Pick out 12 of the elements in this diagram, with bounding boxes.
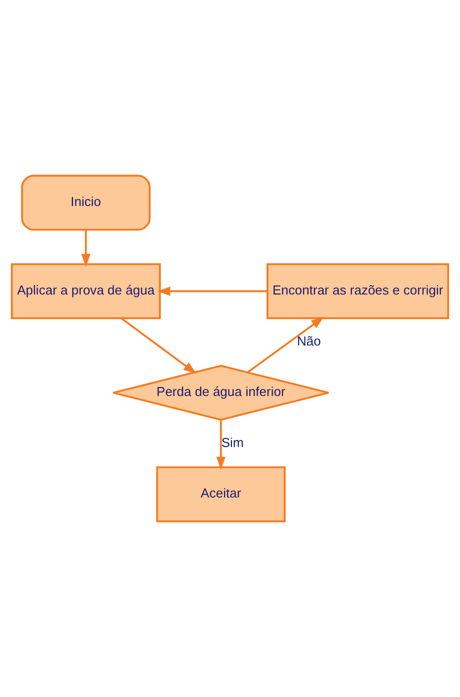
node-box: Aplicar a prova de água <box>10 263 161 320</box>
arrow <box>157 286 268 296</box>
arrow <box>120 318 196 374</box>
arrow <box>247 316 324 374</box>
node-diamond: Perda de água inferior <box>112 364 330 421</box>
edge-label: Não <box>296 333 321 348</box>
edge-label: Sim <box>221 434 244 450</box>
node-box: Aceitar <box>156 466 286 522</box>
node-box: Encontrar as razões e corrigir <box>266 263 450 320</box>
arrow <box>81 230 90 267</box>
node-box: Inicio <box>21 174 151 231</box>
arrow <box>216 420 226 470</box>
